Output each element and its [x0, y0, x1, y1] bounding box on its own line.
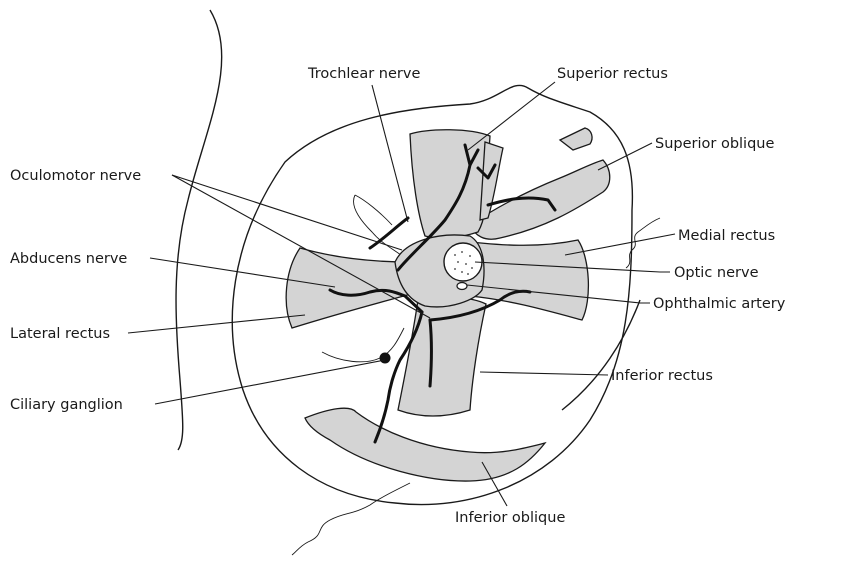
inferior-rectus-muscle [398, 297, 486, 416]
superior-oblique-tendon [560, 128, 592, 150]
label-ophthalmic-artery: Ophthalmic artery [653, 296, 786, 312]
label-ciliary-ganglion: Ciliary ganglion [10, 397, 123, 413]
superior-rectus-muscle [410, 130, 490, 238]
label-abducens-nerve: Abducens nerve [10, 251, 127, 267]
label-inferior-rectus: Inferior rectus [611, 368, 713, 384]
ophthalmic-artery-circle [457, 283, 467, 290]
label-superior-oblique: Superior oblique [655, 136, 774, 152]
ciliary-ganglion-dot [380, 353, 391, 364]
left-boundary-curve [176, 10, 222, 450]
label-optic-nerve: Optic nerve [674, 265, 759, 281]
fascia-lower [322, 328, 404, 362]
label-trochlear-nerve: Trochlear nerve [307, 66, 420, 82]
inferior-oblique-muscle [305, 408, 545, 481]
label-superior-rectus: Superior rectus [557, 66, 668, 82]
label-oculomotor-nerve: Oculomotor nerve [10, 168, 141, 184]
label-medial-rectus: Medial rectus [678, 228, 775, 244]
label-lateral-rectus: Lateral rectus [10, 326, 110, 342]
label-inferior-oblique: Inferior oblique [455, 510, 565, 526]
